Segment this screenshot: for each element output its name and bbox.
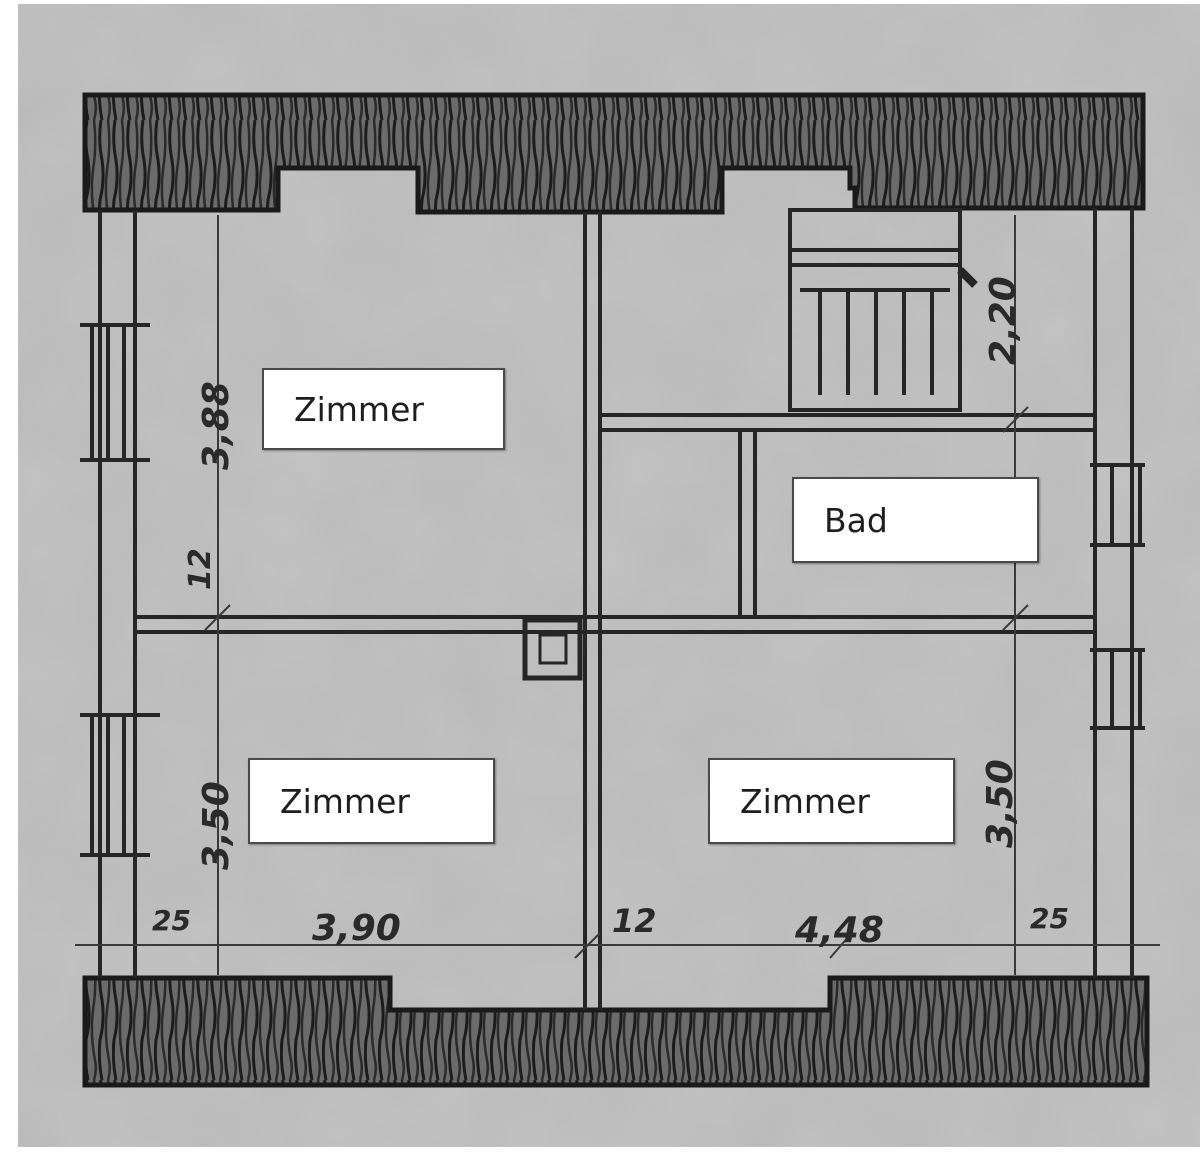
dimension-left-mid: 12 <box>183 548 218 590</box>
dimension-bottom-left-wall: 25 <box>152 904 191 937</box>
dimension-left-lower: 3,50 <box>196 781 237 870</box>
top-exterior-wall <box>82 92 1146 215</box>
left-exterior-wall <box>80 210 160 978</box>
dimension-bottom-right-wall: 25 <box>1030 902 1069 935</box>
staircase <box>788 208 978 412</box>
dimension-bottom-mid-wall: 12 <box>612 902 657 940</box>
interior-walls <box>135 212 1095 1010</box>
room-label-bad: Bad <box>792 477 1039 563</box>
bottom-exterior-wall <box>82 975 1150 1088</box>
dimension-right-upper: 2,20 <box>983 276 1024 365</box>
room-label-zimmer-bottom-right: Zimmer <box>708 758 955 844</box>
right-exterior-wall <box>1090 208 1145 978</box>
dimension-bottom-left-room: 3,90 <box>312 908 401 949</box>
dimension-lines <box>75 215 1160 975</box>
dimension-bottom-right-room: 4,48 <box>794 910 884 951</box>
room-label-zimmer-bottom-left: Zimmer <box>248 758 495 844</box>
room-label-zimmer-top-left: Zimmer <box>262 368 505 450</box>
dimension-right-lower: 3,50 <box>980 759 1021 848</box>
dimension-left-upper: 3,88 <box>196 381 237 470</box>
